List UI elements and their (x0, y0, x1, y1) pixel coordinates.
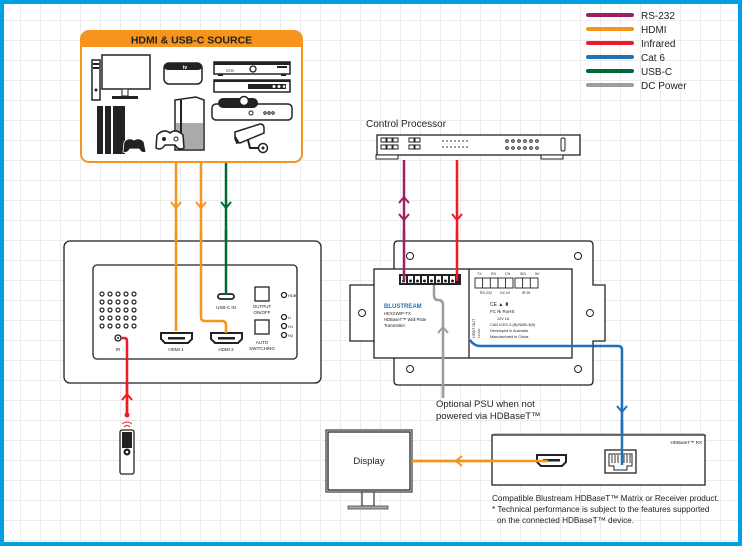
led-label-h2: H2 (288, 333, 294, 338)
apple-tv-icon: tv (163, 62, 203, 85)
legend-item-cat6: Cat 6 (586, 53, 665, 64)
device-description-1: HDBaseT™ Wall Plate (384, 317, 427, 322)
legend-label: USB-C (641, 67, 672, 78)
legend-item-hdmi: HDMI (586, 25, 667, 36)
fcc-mark: FC ℞ RoHS (490, 309, 515, 314)
legend-label: HDMI (641, 25, 667, 36)
stb-label: STB (226, 68, 234, 73)
wiring-diagram: RS-232 HDMI Infrared Cat 6 USB-C DC Powe… (63, 11, 719, 525)
usbc-label: USB-C IN (216, 305, 236, 310)
hdbaset-receiver: HDBaseT™ RX Compatible Blustream HDBaseT… (412, 420, 719, 525)
arrow-down-icon (170, 201, 182, 210)
hdmi-2-label: HDMI 2 (218, 347, 234, 352)
terminal-label-tx: TX (477, 272, 482, 276)
cable-infrared-remote-overlay (121, 336, 129, 415)
blu-ray-icon (213, 79, 291, 93)
psu-note-line-1: Optional PSU when not (436, 399, 535, 410)
group-label-dc-in: DC IN (500, 291, 510, 295)
receiver-note-1: Compatible Blustream HDBaseT™ Matrix or … (492, 494, 719, 503)
hdmi-1-label: HDMI 1 (168, 347, 184, 352)
manufactured-in-text: Manufactured in China. (490, 335, 529, 339)
psu-note-line-2: powered via HDBaseT™ (436, 411, 541, 422)
ce-mark: CE ▲ ♜ (490, 302, 509, 308)
receiver-note-3: on the connected HDBaseT™ device. (497, 516, 634, 525)
terminal-label-5v: 5V (535, 272, 540, 276)
auto-label-2: SWITCHING (249, 346, 275, 351)
source-title: HDMI & USB-C SOURCE (131, 35, 252, 47)
auto-switching-button[interactable]: AUTO SWITCHING (249, 319, 275, 351)
power-spec: 12V 1A (497, 317, 510, 321)
cable-box-icon (211, 95, 293, 121)
device-description-2: Transmitter (384, 323, 406, 328)
group-label-ir-in: IR IN (522, 291, 531, 295)
legend-item-rs232: RS-232 (586, 11, 675, 22)
led-label-h1: H1 (288, 324, 294, 329)
xbox-icon (155, 96, 205, 151)
output-label-1: OUTPUT (253, 304, 272, 309)
game-console-icon (97, 106, 147, 154)
terminal-label-sig: SIG (520, 272, 526, 276)
ir-label: IR (116, 347, 121, 352)
rj45-port (604, 449, 637, 474)
arrow-down-icon (398, 213, 410, 222)
arrow-up-icon (398, 195, 410, 204)
phoenix-terminals: TX RX CH SIG 5V RS-232 DC IN IR IN (474, 272, 540, 295)
arrow-down-icon (220, 201, 232, 210)
led-label-hdb: HDB (288, 293, 297, 298)
arrow-down-icon (616, 405, 628, 414)
led-label-u: U (288, 315, 291, 320)
hdbt-out-sublabel: 12VDC (477, 327, 481, 338)
legend-label: Infrared (641, 39, 675, 50)
display-icon: Display (325, 429, 413, 510)
auto-label-1: AUTO (256, 340, 269, 345)
arrow-up-icon (437, 325, 449, 334)
cable-dc-power-overlay (432, 285, 445, 398)
arrow-down-icon (451, 213, 463, 222)
legend-item-infrared: Infrared (586, 39, 675, 50)
set-top-box-icon: STB (213, 61, 291, 76)
arrow-down-icon (195, 201, 207, 210)
source-panel: HDMI & USB-C SOURCE tv STB (80, 30, 303, 163)
status-leds: HDB U H1 H2 (280, 291, 297, 339)
cable-cat6-overlay (468, 339, 593, 348)
receiver-note-2: * Technical performance is subject to th… (492, 505, 710, 514)
terminal-block (399, 274, 461, 285)
cctv-camera-icon (234, 123, 269, 154)
wall-plate-back: BLUSTREAM HEX21WP-TX HDBaseT™ Wall Plate… (349, 240, 606, 386)
receiver-label: HDBaseT™ RX (670, 440, 702, 445)
control-processor: Control Processor (366, 119, 581, 160)
model-number: HEX21WP-TX (384, 311, 411, 316)
ir-remote-icon (119, 412, 135, 475)
apple-tv-label: tv (183, 65, 188, 71)
legend-label: RS-232 (641, 11, 675, 22)
control-processor-label: Control Processor (366, 119, 447, 130)
diagram-canvas: RS-232 HDMI Infrared Cat 6 USB-C DC Powe… (4, 4, 738, 542)
hdmi-1-port: HDMI 1 (160, 332, 193, 352)
terminal-label-rx: RX (491, 272, 497, 276)
pc-icon (91, 54, 151, 101)
output-onoff-button[interactable]: OUTPUT ON/OFF (253, 286, 272, 315)
cable-hdmi-2-overlay (199, 230, 228, 333)
legend-item-dc-power: DC Power (586, 81, 687, 92)
hdmi-2-port: HDMI 2 (210, 332, 243, 352)
group-label-rs232: RS-232 (480, 291, 492, 295)
terminal-label-ch: CH (505, 272, 511, 276)
output-label-2: ON/OFF (254, 310, 271, 315)
legend-label: Cat 6 (641, 53, 665, 64)
wall-plate-front: IR HDMI 1 HDMI 2 USB-C IN OUTPUT ON/OFF … (63, 240, 322, 384)
blustream-logo: BLUSTREAM (384, 304, 422, 310)
legend-item-usbc: USB-C (586, 67, 672, 78)
speaker-grille (99, 291, 137, 329)
usbc-port: USB-C IN (216, 293, 236, 310)
display-label: Display (353, 456, 384, 467)
hdbt-out-label: HDBT OUT (472, 318, 476, 338)
legend-label: DC Power (641, 81, 687, 92)
legend: RS-232 HDMI Infrared Cat 6 USB-C DC Powe… (586, 11, 687, 92)
developed-in-text: Developed in Australia. (490, 329, 529, 333)
regulatory-text: CAN ICES-3 (B)/NMB-3(B) (490, 323, 536, 327)
